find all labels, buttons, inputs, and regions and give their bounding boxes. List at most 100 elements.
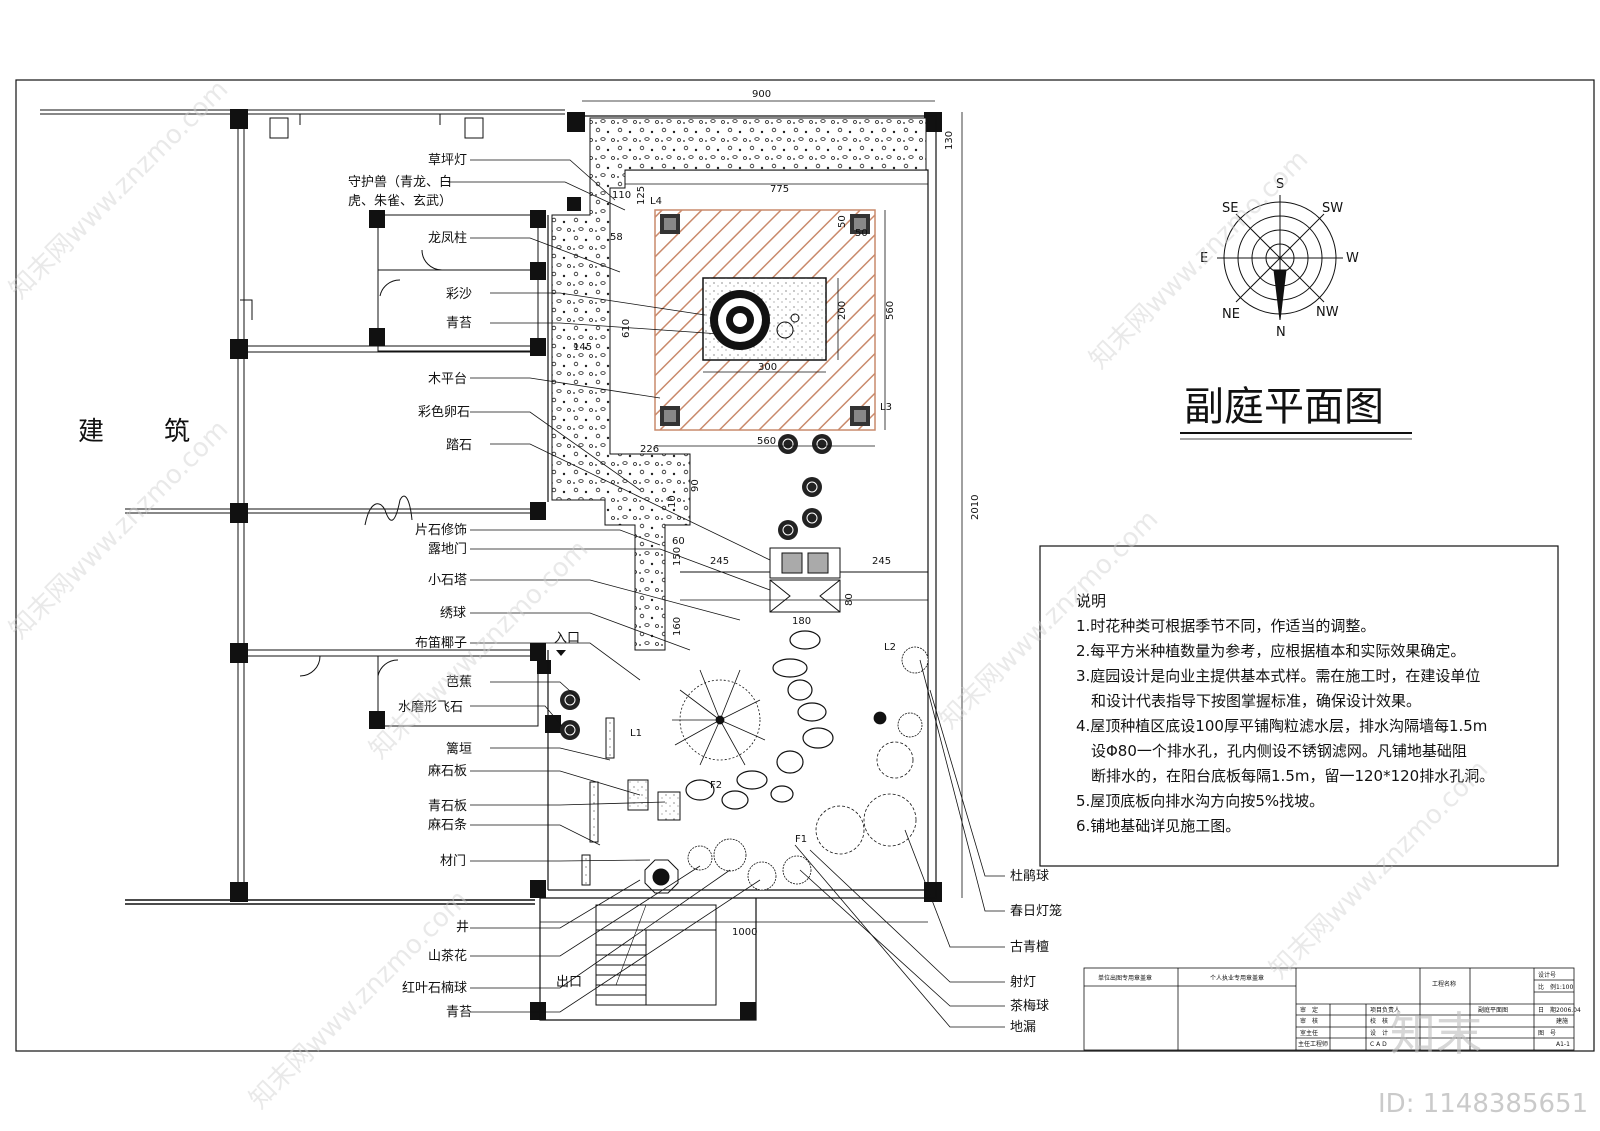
plan-label: 山茶花 <box>428 948 467 964</box>
plan-label: 青苔 <box>446 1005 472 1020</box>
plan-label: 射灯 <box>1010 974 1036 990</box>
leader-line <box>470 377 661 399</box>
svg-text:775: 775 <box>770 184 789 195</box>
svg-text:90: 90 <box>690 479 701 492</box>
svg-text:180: 180 <box>792 616 811 627</box>
plan-label: 龙凤柱 <box>428 231 467 246</box>
leader-line <box>470 770 641 796</box>
svg-text:160: 160 <box>672 617 683 636</box>
svg-text:W: W <box>1346 251 1359 266</box>
dimension-lines <box>540 100 963 923</box>
svg-text:项目负责人: 项目负责人 <box>1370 1006 1400 1014</box>
svg-text:比 例: 比 例 <box>1538 983 1556 991</box>
leader-line <box>490 322 721 335</box>
svg-text:300: 300 <box>758 362 777 373</box>
svg-text:F2: F2 <box>710 780 722 791</box>
plan-label: 茶梅球 <box>1010 998 1049 1014</box>
plan-label: 青石板 <box>428 799 467 814</box>
watermark-id: ID: 1148385651 <box>1378 1089 1588 1119</box>
entrance-arrow <box>556 650 566 656</box>
leader-line <box>470 801 666 806</box>
watermark-logo: 知末 <box>1390 1007 1482 1061</box>
svg-text:10: 10 <box>667 495 678 508</box>
leader-line <box>809 849 1005 983</box>
svg-text:NE: NE <box>1222 307 1240 322</box>
notes-heading: 说明 <box>1076 592 1106 610</box>
leader-line <box>470 824 601 846</box>
svg-text:校 核: 校 核 <box>1370 1017 1388 1025</box>
svg-text:设 计: 设 计 <box>1370 1029 1388 1037</box>
svg-text:60: 60 <box>672 536 685 547</box>
leader-line <box>799 869 1005 1007</box>
svg-text:主任工程师: 主任工程师 <box>1298 1040 1328 1048</box>
plan-label: 红叶石楠球 <box>402 980 467 996</box>
svg-text:L4: L4 <box>650 196 662 207</box>
svg-text:室主任: 室主任 <box>1300 1029 1318 1037</box>
building-columns <box>230 109 942 1020</box>
svg-text:建施: 建施 <box>1556 1017 1568 1025</box>
svg-text:130: 130 <box>944 131 955 150</box>
compass-letters: S SW W NW N NE E SE <box>1200 177 1359 340</box>
leader-line <box>929 689 1005 877</box>
plan-label: 麻石板 <box>428 764 467 779</box>
plan-label: 杜鹃球 <box>1010 868 1049 884</box>
svg-text:1000: 1000 <box>732 927 757 938</box>
plan-label: 彩沙 <box>446 287 472 302</box>
leader-line <box>470 159 616 201</box>
leader-line <box>470 879 641 929</box>
svg-text:900: 900 <box>752 89 771 100</box>
svg-text:E: E <box>1200 251 1208 266</box>
plan-label: 小石塔 <box>428 573 467 588</box>
svg-text:知末网www.znzmo.com: 知末网www.znzmo.com <box>4 74 235 305</box>
leader-line <box>470 705 563 727</box>
note-line: 6.铺地基础详见施工图。 <box>1076 817 1240 835</box>
exit-stairs <box>595 904 717 1006</box>
svg-text:50: 50 <box>855 228 868 239</box>
building-label: 建 <box>78 417 104 447</box>
garden-gate <box>680 547 928 613</box>
plan-label: 草坪灯 <box>428 153 467 168</box>
leader-line <box>470 237 621 273</box>
garden-boundary <box>539 115 937 1021</box>
svg-text:审 核: 审 核 <box>1300 1017 1318 1025</box>
plan-label: 露地门 <box>428 542 467 557</box>
dimension-texts: 900 130 775 125 110 58 50 50 560 200 300… <box>573 89 981 938</box>
svg-text:S: S <box>1276 177 1284 192</box>
plan-label: 水磨形飞石 <box>398 700 463 715</box>
plan-label: 绣球 <box>440 606 466 621</box>
leader-line <box>490 292 706 316</box>
plan-label: 守护兽（青龙、白 <box>348 174 452 190</box>
plan-label: 彩色卵石 <box>418 404 470 420</box>
svg-text:N: N <box>1276 325 1286 340</box>
leader-line <box>794 844 1005 1028</box>
plan-label: 春日灯笼 <box>1010 903 1062 919</box>
svg-text:610: 610 <box>621 319 632 338</box>
leader-line <box>470 579 741 621</box>
svg-text:知末网www.znzmo.com: 知末网www.znzmo.com <box>244 884 475 1115</box>
plan-label: 古青檀 <box>1010 939 1049 955</box>
leader-line <box>490 443 771 561</box>
svg-text:日 期: 日 期 <box>1538 1006 1556 1014</box>
svg-text:SE: SE <box>1222 201 1238 216</box>
building-label: 筑 <box>164 417 190 447</box>
leader-lines-left <box>448 159 771 1013</box>
leader-line <box>490 747 611 761</box>
palm-plant <box>672 669 766 766</box>
drawing-title: 副庭平面图 <box>1184 384 1384 430</box>
svg-text:单位出图专用章盖章: 单位出图专用章盖章 <box>1098 974 1152 982</box>
svg-text:226: 226 <box>640 444 659 455</box>
deck-posts <box>660 214 870 426</box>
svg-text:副庭平面图: 副庭平面图 <box>1478 1006 1508 1014</box>
light-tags: L4 L3 L2 L1 F2 F1 <box>630 196 896 845</box>
sheet-border <box>15 79 1595 1052</box>
stone-slabs <box>581 717 681 886</box>
leader-line <box>470 411 641 491</box>
note-line: 2.每平方米种植数量为参考，应根据植本和实际效果确定。 <box>1076 642 1465 660</box>
note-line: 3.庭园设计是向业主提供基本式样。需在施工时，在建设单位 <box>1076 667 1480 685</box>
plan-label: 材门 <box>440 854 466 869</box>
plan-label: 虎、朱雀、玄武） <box>348 194 452 209</box>
leader-line <box>470 879 761 1013</box>
leader-line <box>470 548 771 591</box>
plan-label: 芭蕉 <box>446 675 472 690</box>
svg-text:58: 58 <box>610 232 623 243</box>
